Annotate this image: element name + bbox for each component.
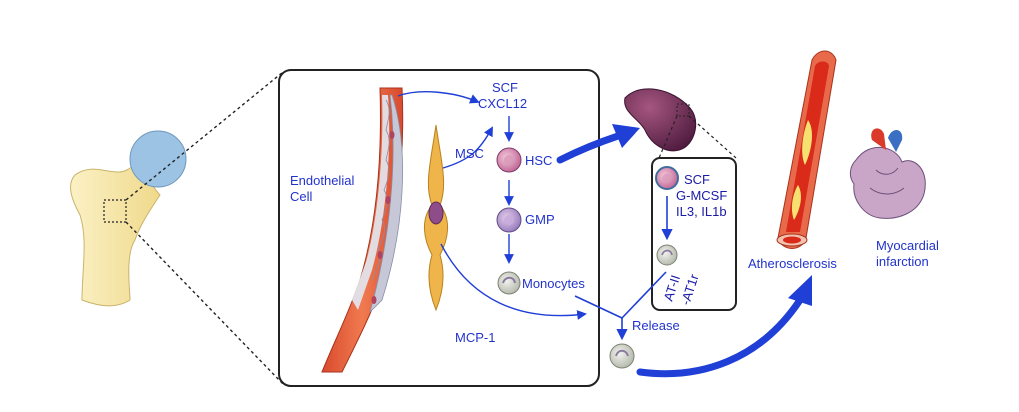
monocyte-to-plaque-arrowhead (788, 275, 812, 306)
label-release: Release (632, 318, 680, 333)
marrow-arrows (397, 91, 587, 320)
hsc-to-spleen-arrowhead (612, 124, 640, 148)
label-scf-marrow: SCF (492, 80, 518, 95)
label-cxcl12: CXCL12 (478, 96, 527, 111)
msc-cell (424, 124, 448, 312)
femur-bone-illustration (70, 130, 187, 307)
heart-illustration (849, 128, 926, 219)
label-msc: MSC (455, 146, 484, 161)
label-myocardial-line1: Myocardial (876, 238, 939, 253)
zoom-lines (125, 71, 284, 385)
spleen-monocyte-cell (656, 244, 678, 266)
gmp-cell (496, 207, 522, 233)
label-endothelial-line2: Cell (290, 189, 313, 204)
label-hsc: HSC (525, 153, 552, 168)
label-myocardial-line2: infarction (876, 254, 929, 269)
spleen-illustration (624, 88, 697, 152)
artery-illustration (776, 50, 837, 249)
release-arrows (574, 271, 667, 341)
label-gmp: GMP (525, 212, 555, 227)
spleen-panel (651, 157, 737, 311)
label-endothelial-line1: Endothelial (290, 173, 354, 188)
released-monocyte-cell (609, 343, 635, 369)
marrow-monocyte-cell (497, 271, 521, 295)
spleen-zoom-lines (658, 115, 737, 159)
femoral-head (129, 130, 187, 188)
hsc-to-spleen-arrow (556, 132, 622, 164)
label-il3-il1b: IL3, IL1b (676, 204, 727, 219)
label-scf-spleen: SCF (684, 172, 710, 187)
zoom-region-box (103, 199, 127, 223)
label-gmcsf: G-MCSF (676, 188, 727, 203)
hsc-cell (496, 147, 522, 173)
label-atherosclerosis: Atherosclerosis (748, 256, 837, 271)
blood-vessel (321, 87, 404, 373)
label-monocytes: Monocytes (522, 276, 585, 291)
label-mcp1: MCP-1 (455, 330, 495, 345)
monocyte-to-plaque-arrow (636, 296, 804, 378)
spleen-hsc-cell (655, 166, 679, 190)
